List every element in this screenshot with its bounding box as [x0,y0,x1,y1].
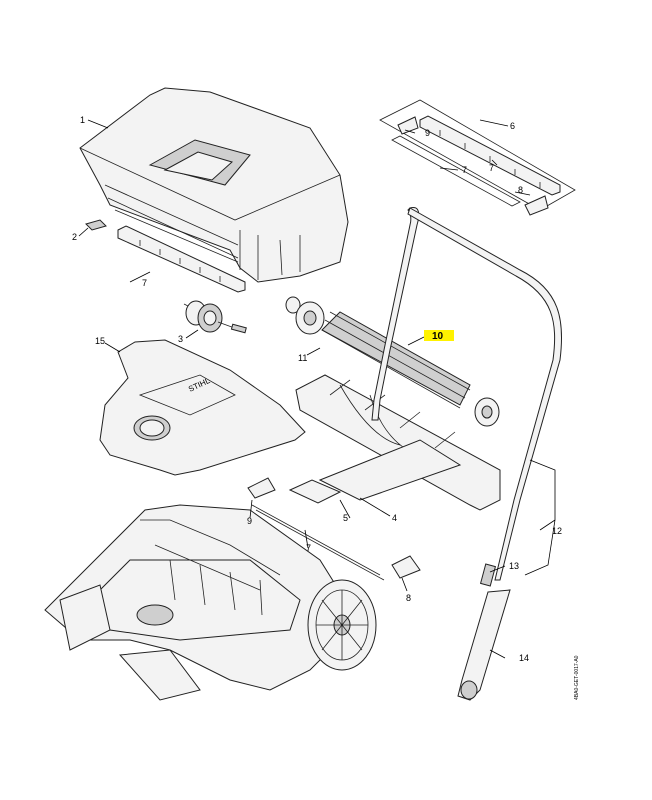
callout-12: 12 [552,526,562,536]
callout-8-upper: 8 [518,185,523,195]
part-10-brush-roller [321,311,500,427]
part-13-14-grip [457,563,511,701]
callout-4: 4 [392,513,397,523]
part-1-grass-catcher [79,87,349,283]
callout-10: 10 [432,331,444,342]
callout-13: 13 [509,561,519,571]
callout-9-lower: 9 [247,516,252,526]
mower-chassis [44,504,377,701]
callout-5: 5 [343,513,348,523]
callout-2: 2 [72,232,77,242]
callout-7-lower: 7 [306,543,311,553]
callout-10-highlight [424,330,454,341]
part-7-rail-upper [117,225,246,293]
callout-7-upper-right: 7 [462,165,467,175]
leader-lines [78,119,556,659]
drawing-code: 4BA0-GET-0017-A0 [574,655,580,700]
part-12-handle [371,206,563,581]
callout-labels: 1 2 3 4 5 6 7 7 7 7 8 8 9 9 10 11 12 13 … [72,115,562,663]
callout-11: 11 [298,353,307,363]
callout-14: 14 [519,653,529,663]
callout-6: 6 [510,121,515,131]
upper-right-rail-assembly [379,99,576,216]
callout-1: 1 [80,115,85,125]
callout-7-upper-left: 7 [142,278,147,288]
part-3-wheel [183,300,247,334]
callout-9-upper: 9 [425,128,430,138]
callout-7-right-inner: 7 [489,163,494,173]
lower-rail-assembly [247,477,421,581]
part-15-top-cover: STIHL [99,339,306,476]
callout-3: 3 [178,334,183,344]
callout-15: 15 [95,336,105,346]
part-2-clip [85,219,107,231]
parts-4-5-deflector [288,439,462,504]
callout-8-lower: 8 [406,593,411,603]
